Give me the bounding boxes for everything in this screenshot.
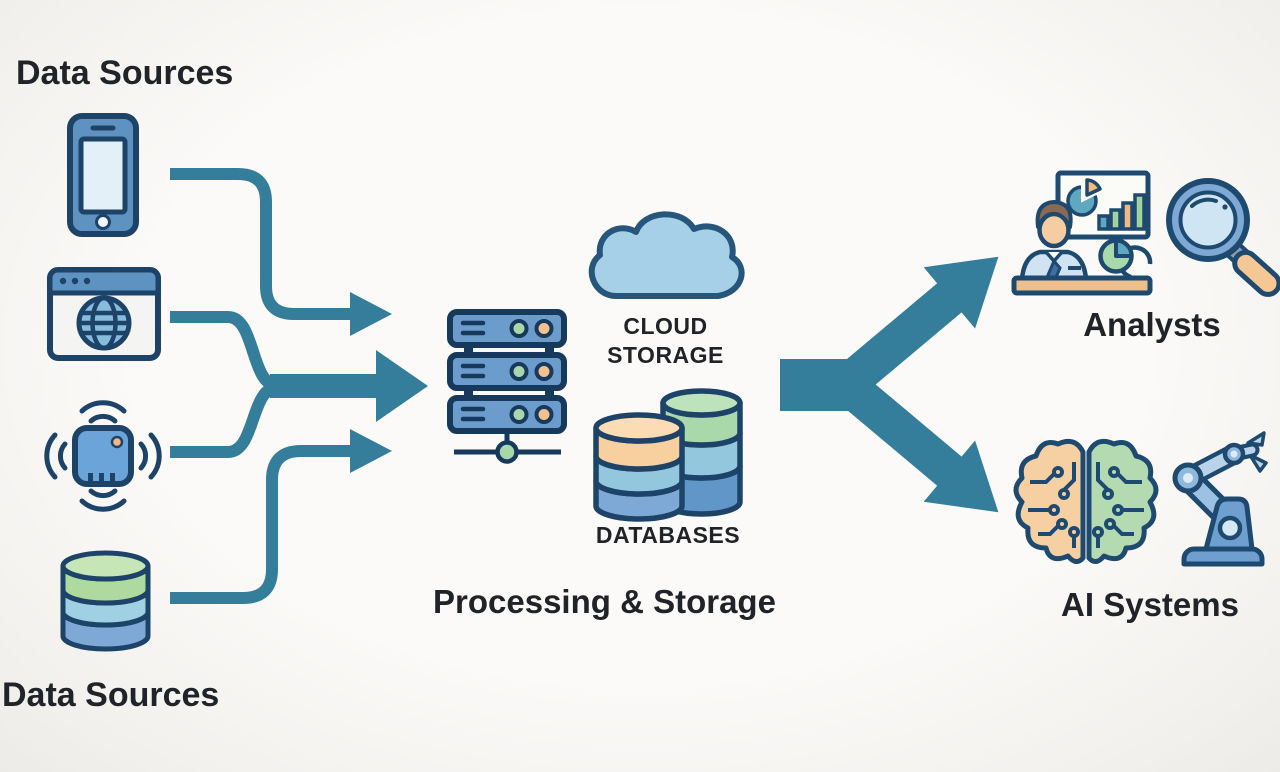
analyst-person [1019,200,1089,285]
circuit-brain-icon [1013,438,1159,564]
cloud-icon [588,211,745,299]
cloud-storage-label: CLOUD STORAGE [578,312,753,370]
magnifier-icon [1166,178,1280,297]
iot-device-icon [44,400,162,512]
flow-arrows [170,168,428,604]
branch-arrow [780,256,999,513]
cloud-storage-label-line2: STORAGE [607,342,724,368]
server-rack-icon [447,309,567,464]
bar-chart-icon [1097,193,1146,231]
pie-chart-2-icon [1098,238,1153,280]
data-sources-top-label: Data Sources [16,54,234,92]
smartphone-icon [67,113,139,237]
analyst-dashboard-icon [1011,170,1153,296]
robot-arm-icon [1172,431,1268,567]
databases-icon [593,388,743,522]
web-browser-icon [47,267,161,361]
ai-systems-label: AI Systems [1061,586,1239,623]
globe-icon [76,295,132,351]
data-sources-bottom-label: Data Sources [2,676,220,714]
databases-label: DATABASES [595,522,741,548]
analysts-label: Analysts [1083,306,1221,343]
pie-chart-icon [1066,178,1102,217]
processing-storage-label: Processing & Storage [433,583,776,620]
database-icon [60,550,151,652]
cloud-storage-label-line1: CLOUD [623,313,708,339]
